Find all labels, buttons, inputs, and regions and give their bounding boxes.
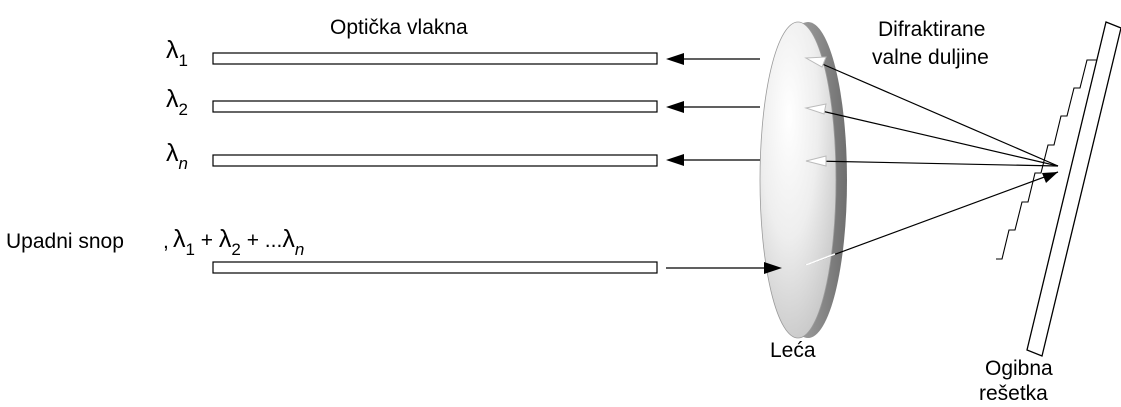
lambda-symbol: λ — [166, 36, 179, 64]
lens-body — [759, 21, 837, 339]
incident-beam-comma: , — [163, 230, 169, 253]
lens-label: Leća — [770, 339, 816, 362]
incident-sum-label: λ1 + λ2 + ...λn — [173, 225, 304, 259]
diffracted-label-line1: Difraktirane — [878, 18, 985, 41]
incident-beam-label: Upadni snop — [6, 230, 124, 253]
diffracted-ray-1 — [812, 59, 1059, 167]
arrowhead-fiber-n — [666, 154, 684, 166]
lambda-symbol: λ — [166, 85, 179, 113]
diffracted-label-line2: valne duljine — [872, 46, 989, 69]
incident-ray-on-lens — [805, 253, 836, 266]
grating-steps — [996, 59, 1097, 260]
lambda-subscript: n — [295, 240, 304, 259]
lambda-subscript: 1 — [186, 240, 195, 259]
lens — [759, 21, 847, 339]
lambda-symbol: λ — [219, 225, 232, 253]
diffracted-arrowhead-2 — [804, 103, 827, 115]
lambda-subscript: 2 — [179, 100, 188, 119]
plus-sign: + — [195, 229, 219, 252]
fiber-n-label: λn — [166, 139, 188, 173]
arrowhead-incident — [764, 262, 782, 274]
diffracted-ray-2 — [812, 108, 1059, 167]
diffraction-grating — [996, 21, 1121, 357]
incident-ray-arrowhead — [1042, 172, 1058, 183]
diffracted-arrowhead-1 — [804, 56, 827, 68]
lambda-subscript: 1 — [179, 51, 188, 70]
fibers-title: Optička vlakna — [330, 16, 468, 39]
arrowhead-fiber-2 — [666, 101, 684, 113]
fiber-2 — [212, 100, 658, 113]
incident-fiber — [212, 261, 658, 274]
svg-text:λ1: λ1 — [166, 36, 188, 70]
lambda-subscript: n — [179, 154, 188, 173]
svg-text:λ2: λ2 — [166, 85, 188, 119]
lambda-subscript: 2 — [231, 240, 240, 259]
lambda-symbol: λ — [166, 139, 179, 167]
lambda-symbol: λ — [173, 225, 186, 253]
fiber-1 — [212, 52, 658, 65]
grating-label-line2: rešetka — [979, 382, 1048, 405]
grating-plate — [1026, 21, 1121, 357]
arrowhead-fiber-1 — [666, 53, 684, 65]
incident-ray-to-grating — [805, 171, 1059, 266]
fiber-n — [212, 154, 658, 167]
fiber-1-label: λ1 — [166, 36, 188, 70]
lambda-symbol: λ — [282, 225, 295, 253]
plus-dots: + ... — [241, 229, 282, 252]
diffracted-arrowhead-n — [805, 155, 827, 167]
grating-label-line1: Ogibna — [985, 357, 1053, 380]
svg-text:λn: λn — [166, 139, 188, 173]
diffracted-ray-n — [812, 160, 1059, 167]
svg-text:λ1 + λ2 + ...λn: λ1 + λ2 + ...λn — [173, 225, 304, 259]
fiber-2-label: λ2 — [166, 85, 188, 119]
